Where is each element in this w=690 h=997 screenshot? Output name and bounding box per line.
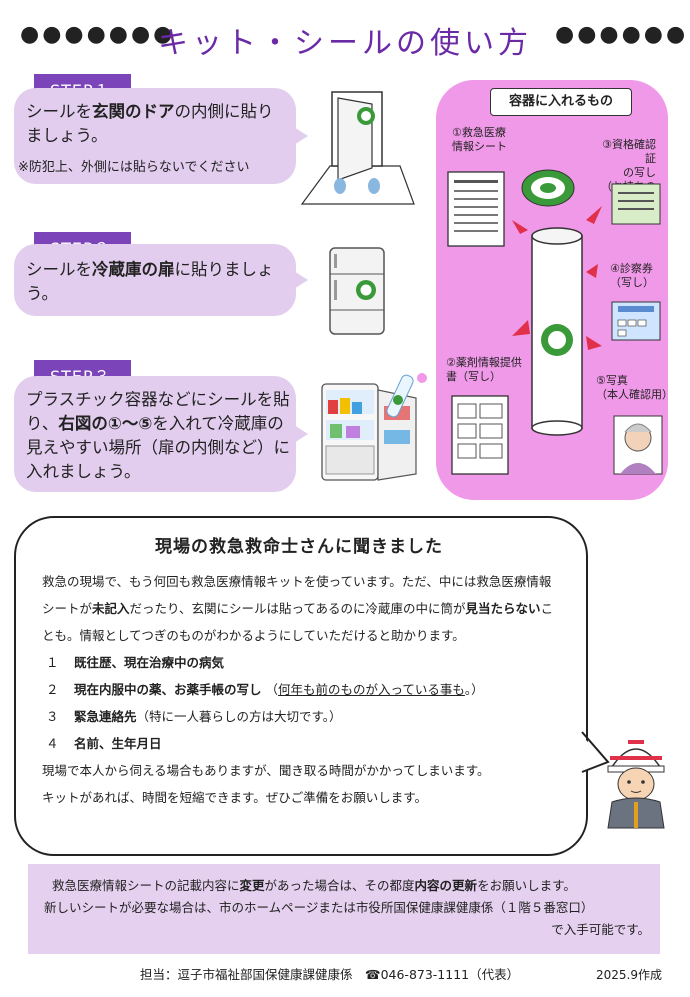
medical-sheet-icon xyxy=(447,171,505,247)
title-dots-left: ●●●●●●● xyxy=(20,22,176,47)
interview-closing-2: キットがあれば、時間を短縮できます。ぜひご準備をお願いします。 xyxy=(42,790,428,805)
container-illustrations xyxy=(447,169,663,475)
page-title: キット・シールの使い方 xyxy=(158,26,532,61)
interview-title: 現場の救急救命士さんに聞きました xyxy=(155,537,443,557)
insurance-card-icon xyxy=(611,183,661,225)
interview-paragraph: 救急の現場で、もう何回も救急医療情報キットを使っています。ただ、中には救急医療情… xyxy=(42,574,554,643)
drug-info-sheet-icon xyxy=(451,395,509,475)
footer-contact: 担当：逗子市福祉部国保健康課健康係 ☎046-873-1111（代表） xyxy=(140,967,520,982)
firefighter-illustration xyxy=(607,740,665,829)
patient-card-icon xyxy=(611,301,661,341)
notice-box xyxy=(28,864,660,954)
notice-body: 救急医療情報シートの記載内容に変更があった場合は、その都度内容の更新をお願いしま… xyxy=(44,875,654,941)
notice-line-1: 救急医療情報シートの記載内容に変更があった場合は、その都度内容の更新をお願いしま… xyxy=(52,878,576,893)
container-title: 容器に入れるもの xyxy=(490,88,632,116)
step1-note: ※防犯上、外側には貼らないでください xyxy=(18,160,250,175)
step1-text: シールを玄関のドアの内側に貼りましょう。 xyxy=(26,102,274,145)
interview-body: 救急の現場で、もう何回も救急医療情報キットを使っています。ただ、中には救急医療情… xyxy=(42,568,562,811)
interview-bubble xyxy=(14,516,588,856)
footer-date: 2025.9作成 xyxy=(596,968,662,982)
item5-label: ⑤写真（本人確認用） xyxy=(596,374,673,401)
title-row: ●●●●●●● キット・シールの使い方 ●●●●●● xyxy=(0,18,690,61)
open-fridge-illustration xyxy=(321,373,427,481)
step3-text: プラスチック容器などにシールを貼り、右図の①～⑤を入れて冷蔵庫の見えやすい場所（… xyxy=(26,390,290,481)
item4-label: ④診察券（写し） xyxy=(610,262,654,289)
arrows xyxy=(512,206,602,350)
container-lid-icon xyxy=(521,169,575,207)
step2-bubble: シールを冷蔵庫の扉に貼りましょう。 xyxy=(14,244,308,316)
step1-bubble: シールを玄関のドアの内側に貼りましょう。 ※防犯上、外側には貼らないでください xyxy=(14,88,308,184)
interview-closing-1: 現場で本人から伺える場合もありますが、聞き取る時間がかかってしまいます。 xyxy=(42,763,490,778)
door-illustration xyxy=(300,91,415,205)
fridge-illustration xyxy=(329,247,385,335)
item1-label: ①救急医療情報シート xyxy=(452,126,507,153)
step3-bubble: プラスチック容器などにシールを貼り、右図の①～⑤を入れて冷蔵庫の見えやすい場所（… xyxy=(14,376,308,492)
notice-line-3: で入手可能です。 xyxy=(551,922,650,937)
notice-line-2: 新しいシートが必要な場合は、市のホームページまたは市役所国保健康課健康係（１階５… xyxy=(44,900,594,915)
photo-icon xyxy=(613,415,663,475)
step2-text: シールを冷蔵庫の扉に貼りましょう。 xyxy=(26,260,274,303)
container-tube-icon xyxy=(531,227,583,436)
title-dots-right: ●●●●●● xyxy=(555,22,689,47)
item2-label: ②薬剤情報提供書（写し） xyxy=(446,356,522,383)
bubble-tail xyxy=(580,731,610,773)
